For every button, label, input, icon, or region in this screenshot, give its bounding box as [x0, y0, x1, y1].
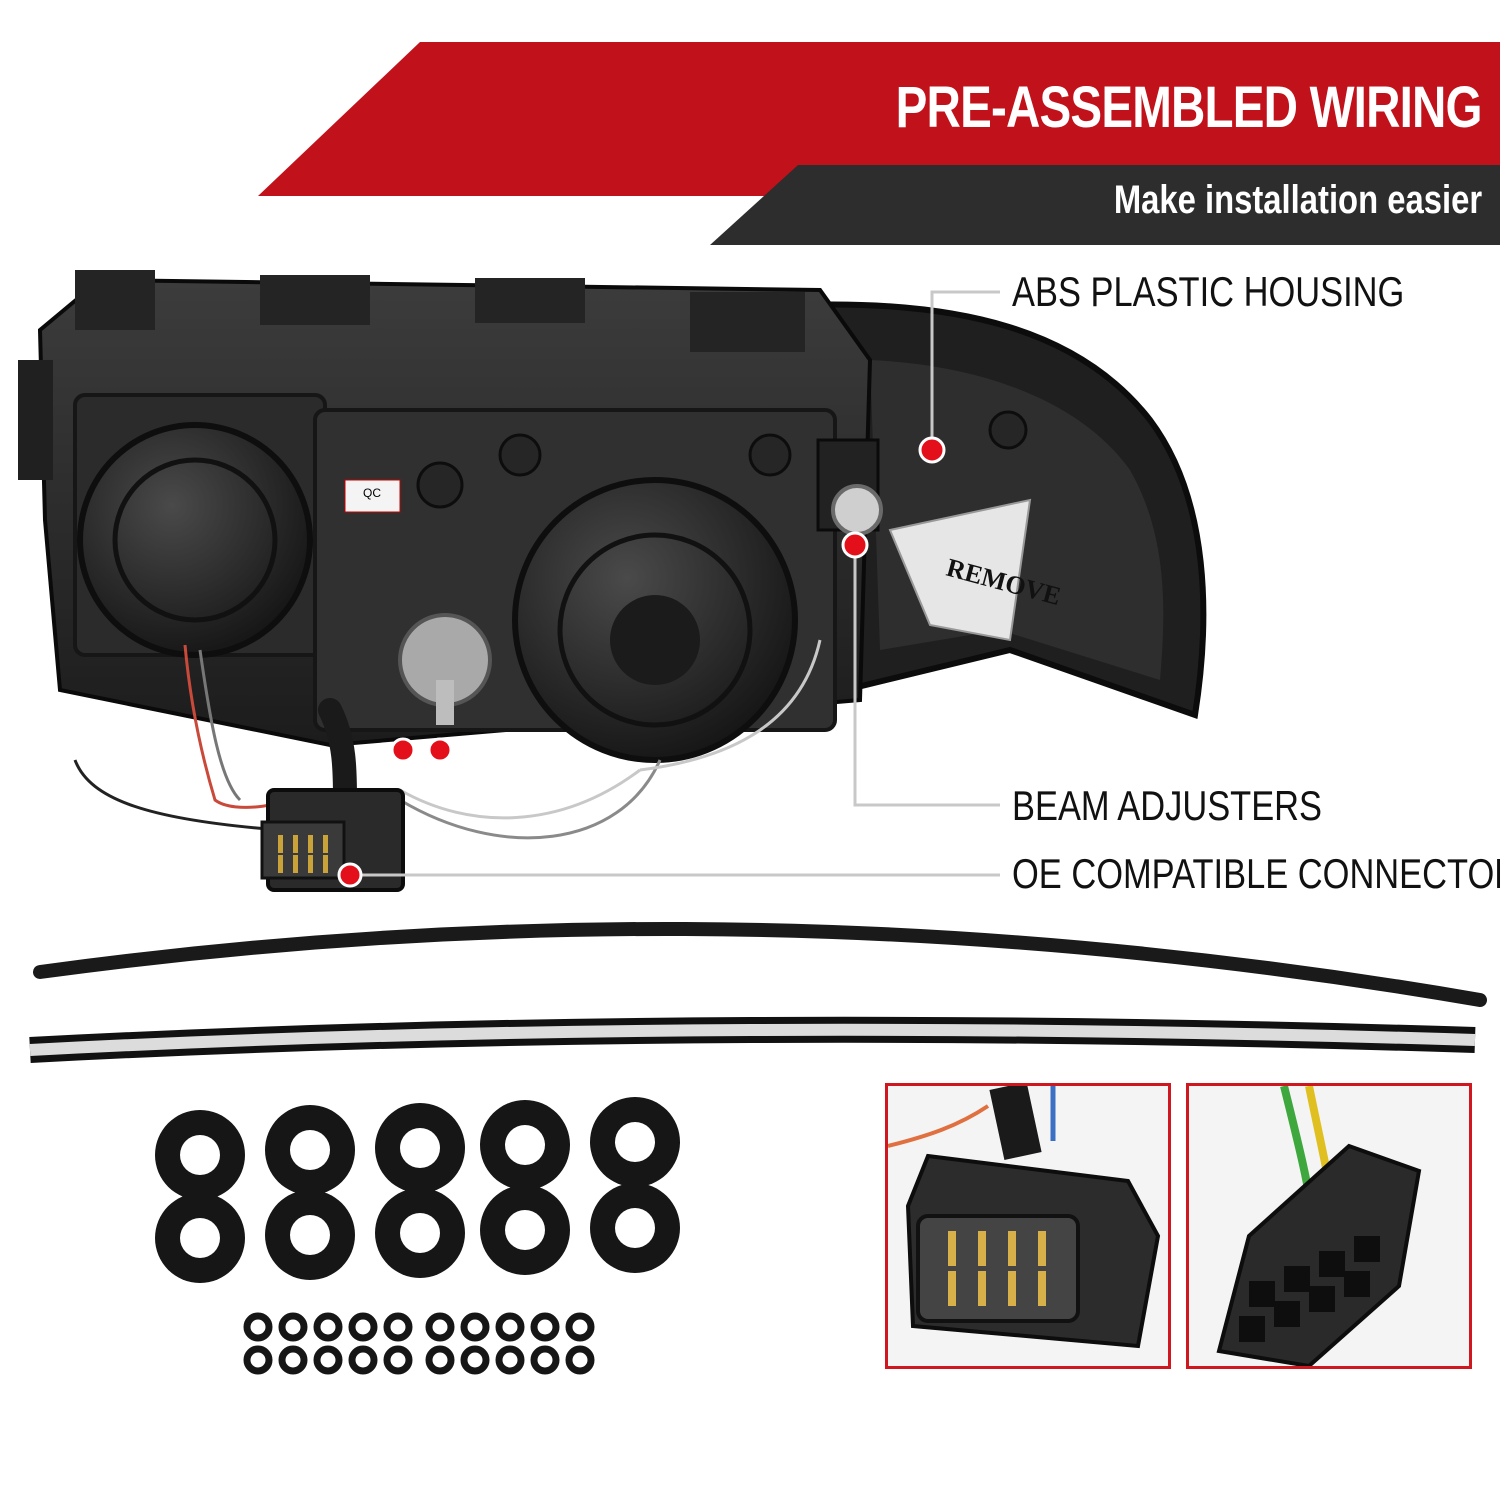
washer-set-small: [243, 1312, 595, 1375]
foam-strip-inner: [29, 1023, 1476, 1056]
dark-banner: [710, 165, 1500, 245]
marker-dot: [337, 862, 363, 888]
mount-tab: [18, 360, 53, 480]
mount-tab: [475, 278, 585, 323]
connector-face: [916, 1214, 1080, 1323]
wiring-connector-face: [260, 820, 346, 880]
center-dust-cap-ring: [557, 532, 753, 728]
marker-dot: [841, 531, 869, 559]
adjuster-knob: [498, 433, 542, 477]
left-dust-cap-ring: [112, 457, 278, 623]
wire-grey-2: [399, 759, 662, 840]
adjuster-knob: [416, 461, 464, 509]
banner-subtitle: Make installation easier: [1113, 178, 1482, 222]
wire-grey: [198, 649, 242, 802]
callout-housing: ABS PLASTIC HOUSING: [1012, 268, 1405, 315]
wire-harness-loom: [318, 698, 357, 812]
leader-housing: [930, 290, 1000, 450]
connector-sockets: [1239, 1236, 1380, 1342]
washer-holes-large: [180, 1122, 655, 1258]
leader-adjusters: [853, 545, 1000, 807]
remove-sticker: [888, 498, 1032, 642]
callout-connectors: OE COMPATIBLE CONNECTORS: [1012, 850, 1500, 897]
wire-white-2: [639, 639, 822, 772]
connector-closeup-female-graphic: [1216, 1086, 1422, 1366]
washer-set-large: [155, 1097, 680, 1283]
qc-sticker: [344, 479, 401, 513]
red-banner: [258, 42, 1500, 196]
adjuster-knob: [748, 433, 792, 477]
connector-closeup-female: [1186, 1083, 1472, 1369]
connector-pins: [278, 835, 328, 873]
marker-dot: [427, 737, 453, 763]
connector-closeup-male-graphic: [888, 1086, 1161, 1349]
marker-dot: [390, 737, 416, 763]
bulb-stem: [436, 680, 454, 725]
wire-loom: [989, 1086, 1042, 1160]
mount-tab: [260, 275, 370, 325]
connector-closeup-male: [885, 1083, 1171, 1369]
mount-tab: [75, 270, 155, 330]
qc-sticker-text: QC: [363, 486, 381, 500]
wire-white: [399, 768, 641, 820]
rubber-seal-strip: [33, 921, 1487, 1007]
adjuster-knob: [988, 410, 1028, 450]
connector-pins: [948, 1231, 1046, 1306]
wire-black: [73, 759, 281, 832]
banner-title: PRE-ASSEMBLED WIRING: [895, 75, 1483, 140]
center-dust-cap-hub: [610, 595, 700, 685]
wire-orange: [888, 1104, 990, 1148]
marker-dot: [918, 436, 946, 464]
callout-beam-adjusters: BEAM ADJUSTERS: [1012, 782, 1323, 829]
beam-adjuster-screw: [831, 484, 883, 536]
mount-tab: [690, 292, 805, 352]
